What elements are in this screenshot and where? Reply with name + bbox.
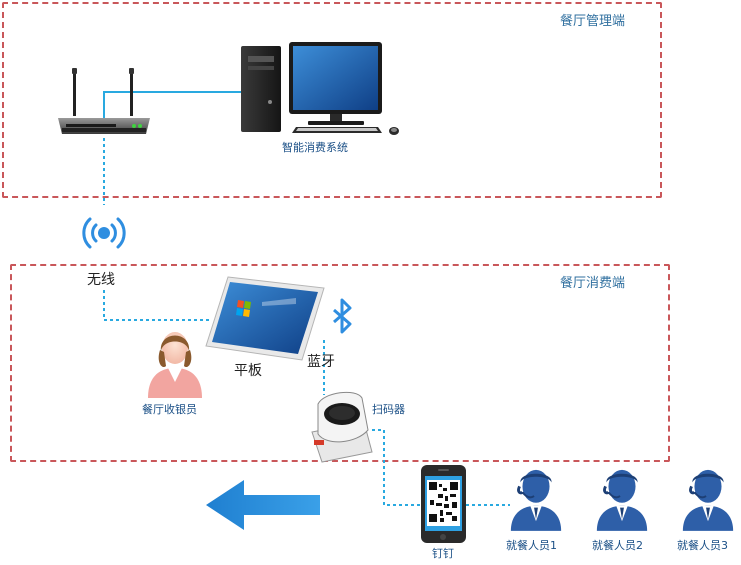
consumption-region: [10, 264, 670, 462]
diner-3-label: 就餐人员3: [677, 539, 728, 552]
cashier-label: 餐厅收银员: [142, 403, 197, 416]
wireless-tablet-connector: [103, 290, 212, 321]
desktop-computer-icon: [241, 42, 399, 135]
bluetooth-label: 蓝牙: [307, 354, 335, 370]
scanner-label: 扫码器: [372, 403, 405, 416]
connector-lines: [103, 91, 510, 506]
scanner-phone-connector: [372, 429, 420, 506]
router-icon: [58, 68, 150, 134]
pc-label: 智能消费系统: [282, 141, 348, 154]
diner-3-icon: [681, 468, 735, 532]
qr-scanner-icon: [311, 391, 373, 463]
flow-arrow-icon: [206, 480, 320, 530]
tablet-icon: [205, 276, 325, 361]
cashier-person-icon: [148, 332, 202, 398]
phone-qr-icon: [421, 465, 466, 543]
phone-label: 钉钉: [432, 547, 454, 560]
wireless-label: 无线: [87, 272, 115, 288]
diner-1-icon: [509, 468, 563, 532]
diner-1-label: 就餐人员1: [506, 539, 557, 552]
consumption-zone-title: 餐厅消费端: [560, 276, 626, 291]
wireless-signal-icon: [82, 217, 126, 249]
tablet-label: 平板: [234, 363, 262, 379]
management-region: [2, 2, 662, 198]
diner-2-label: 就餐人员2: [592, 539, 643, 552]
router-pc-connector: [103, 91, 243, 128]
management-zone-title: 餐厅管理端: [560, 14, 626, 29]
diner-2-icon: [595, 468, 649, 532]
bluetooth-icon: [333, 298, 352, 334]
